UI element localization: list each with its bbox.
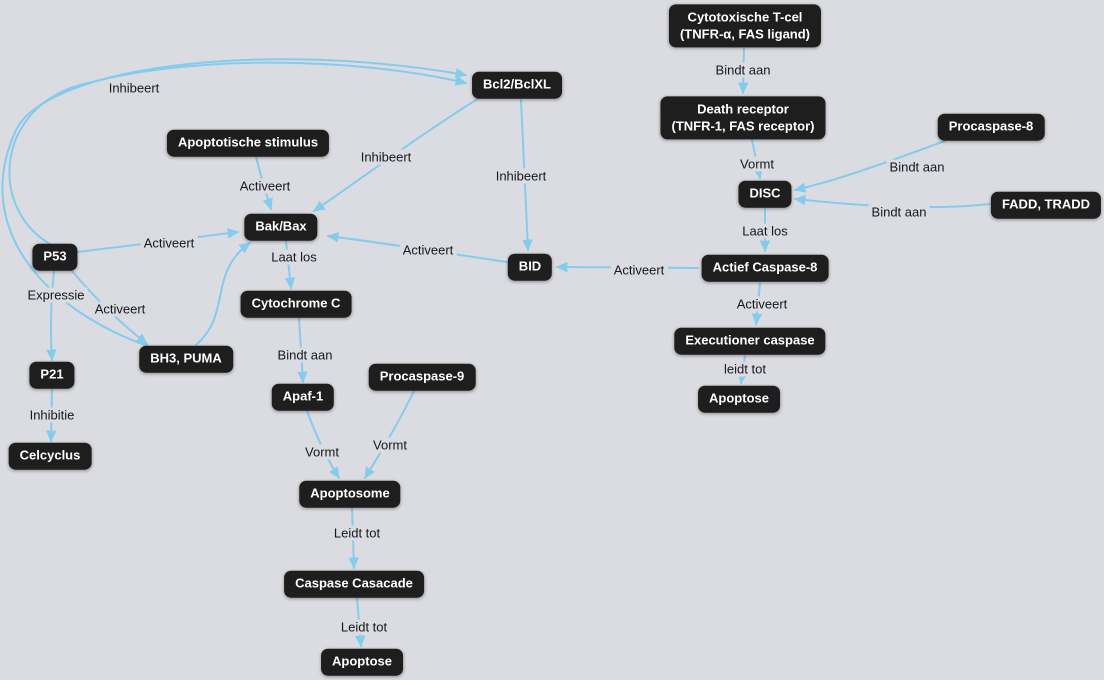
edge-label-p53-bh3: Activeert [91, 301, 149, 317]
node-proc8[interactable]: Procaspase-8 [937, 113, 1045, 141]
node-apaf1[interactable]: Apaf-1 [271, 383, 335, 411]
edge-label-fadd-disc: Bindt aan [868, 204, 930, 220]
node-label: Bcl2/BclXL [483, 76, 551, 92]
edge-label-cascade-apoptose_b: Leidt tot [337, 619, 391, 635]
edge-label-acasp8-exec: Activeert [733, 296, 791, 312]
node-label: FADD, TRADD [1001, 196, 1091, 212]
node-disc[interactable]: DISC [738, 180, 792, 208]
node-tcell[interactable]: Cytotoxische T-cel(TNFR-α, FAS ligand) [668, 4, 822, 48]
node-label: P21 [40, 366, 64, 382]
node-label: Apoptose [709, 390, 769, 406]
node-label: Celcyclus [19, 447, 81, 463]
edge-label-bakbax-cytc: Laat los [268, 249, 320, 265]
edge-label-proc9-apoptosome: Vormt [370, 437, 410, 453]
edge-label-bcl2-bakbax: Inhibeert [357, 149, 415, 165]
edge-proc9-apoptosome [364, 390, 415, 480]
node-stimulus[interactable]: Apoptotische stimulus [166, 129, 330, 157]
node-cascade[interactable]: Caspase Casacade [284, 570, 424, 598]
edge-bakbax-cytc [284, 240, 296, 290]
node-death[interactable]: Death receptor(TNFR-1, FAS receptor) [660, 96, 826, 140]
node-p53[interactable]: P53 [32, 243, 78, 271]
edge-proc8-disc [793, 140, 946, 193]
node-p21[interactable]: P21 [29, 361, 75, 389]
node-label: Cytotoxische T-cel [687, 9, 803, 25]
node-proc9[interactable]: Procaspase-9 [368, 363, 476, 391]
edge-label-apoptosome-cascade: Leidt tot [330, 525, 384, 541]
node-apoptose_b[interactable]: Apoptose [321, 648, 403, 676]
node-bcl2[interactable]: Bcl2/BclXL [472, 71, 562, 99]
node-label: DISC [749, 185, 781, 201]
node-label: Apaf-1 [282, 388, 324, 404]
node-label: Cytochrome C [251, 295, 341, 311]
node-cytc[interactable]: Cytochrome C [240, 290, 352, 318]
edge-label-p53-bcl2: Inhibeert [105, 80, 163, 96]
node-label: Apoptose [332, 653, 392, 669]
edge-label-p53-bakbax: Activeert [140, 235, 198, 251]
edge-label-bid-bakbax: Activeert [399, 242, 457, 258]
node-label: Executioner caspase [685, 332, 815, 348]
edge-label-cytc-apaf1: Bindt aan [274, 347, 336, 363]
node-exec[interactable]: Executioner caspase [674, 327, 826, 355]
node-label: P53 [43, 248, 67, 264]
node-bh3[interactable]: BH3, PUMA [139, 345, 233, 373]
node-label: Caspase Casacade [295, 575, 413, 591]
edge-p53-p21 [46, 270, 57, 362]
node-acasp8[interactable]: Actief Caspase-8 [701, 254, 829, 282]
node-apoptose_r[interactable]: Apoptose [698, 385, 780, 413]
node-apoptosome[interactable]: Apoptosome [299, 480, 401, 508]
edge-bh3-bcl2 [1, 58, 468, 348]
edge-label-p21-celcyclus: Inhibitie [26, 407, 78, 423]
edge-label-death-disc: Vormt [737, 156, 777, 172]
edge-label-exec-apoptose_r: leidt tot [721, 361, 769, 377]
node-label: BH3, PUMA [150, 350, 222, 366]
node-bakbax[interactable]: Bak/Bax [244, 213, 318, 241]
node-celcyclus[interactable]: Celcyclus [8, 442, 92, 470]
node-label: Procaspase-9 [379, 368, 465, 384]
node-label: Apoptosome [310, 485, 390, 501]
edge-label-apaf1-apoptosome: Vormt [302, 444, 342, 460]
edge-label-tcell-death: Bindt aan [712, 62, 774, 78]
node-label: (TNFR-α, FAS ligand) [679, 26, 811, 41]
node-label: BID [518, 258, 542, 274]
edge-label-acasp8-bid: Activeert [610, 262, 668, 278]
edge-label-stimulus-bakbax: Activeert [236, 178, 294, 194]
edge-bh3-bakbax [195, 242, 252, 346]
edge-label-p53-p21: Expressie [24, 287, 88, 303]
node-label: Actief Caspase-8 [712, 259, 818, 275]
node-fadd[interactable]: FADD, TRADD [990, 191, 1102, 219]
node-label: Procaspase-8 [948, 118, 1034, 134]
node-label: Bak/Bax [255, 218, 307, 234]
edge-label-disc-acasp8: Laat los [739, 223, 791, 239]
node-bid[interactable]: BID [507, 253, 553, 281]
node-label: Death receptor [697, 101, 789, 117]
edge-label-bcl2-bid: Inhibeert [492, 168, 550, 184]
node-label: (TNFR-1, FAS receptor) [671, 118, 815, 133]
edge-label-proc8-disc: Bindt aan [886, 159, 948, 175]
node-label: Apoptotische stimulus [177, 134, 319, 150]
